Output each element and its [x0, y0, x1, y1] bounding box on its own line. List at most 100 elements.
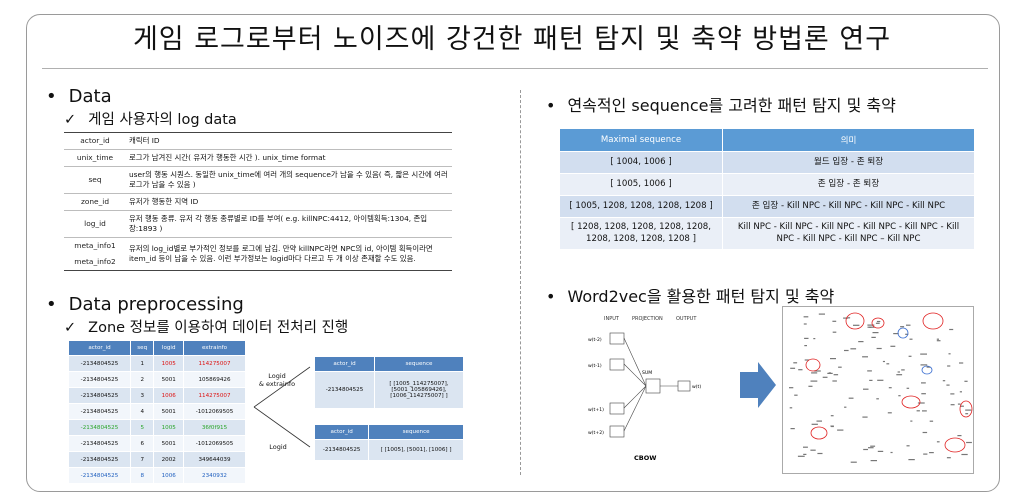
embedding-points	[789, 313, 972, 463]
check-icon: ✓	[64, 112, 77, 128]
embedding-point	[890, 451, 893, 454]
embedding-point	[957, 435, 962, 437]
embedding-point	[853, 324, 860, 326]
embedding-point	[870, 460, 877, 462]
embedding-point	[810, 380, 818, 382]
bullet-icon: •	[546, 287, 556, 306]
word2vec-heading-text: Word2vec을 활용한 패턴 탐지 및 축약	[567, 287, 835, 306]
cell-seq: 8	[129, 467, 155, 484]
arrow-label-logid-extrainfo: Logid & extrainfo	[258, 372, 296, 388]
embedding-point	[898, 395, 901, 397]
embedding-point	[811, 372, 818, 374]
cbow-output-label: OUTPUT	[676, 316, 697, 322]
embedding-point	[862, 416, 868, 418]
cell-sequence: [ 1005, 1208, 1208, 1208, 1208 ]	[559, 195, 723, 218]
embedding-point	[960, 405, 964, 407]
field-key: seq	[64, 165, 126, 194]
embedding-point	[837, 429, 844, 431]
cell-meaning: 존 입장 - 존 퇴장	[722, 173, 975, 196]
cell-extrainfo: 105869426	[182, 371, 247, 388]
embedding-point	[832, 331, 837, 333]
embedding-point	[867, 370, 872, 372]
embedding-point	[929, 420, 934, 422]
embedding-point	[813, 338, 816, 340]
embedding-point	[936, 441, 940, 443]
sequence-heading-text: 연속적인 sequence를 고려한 패턴 탐지 및 축약	[567, 96, 896, 115]
cell-seq: 7	[129, 451, 155, 468]
embedding-point	[817, 452, 823, 455]
embedding-point	[808, 385, 813, 387]
cell-extrainfo: 114275007	[182, 387, 247, 404]
cell-sequence: [ 1004, 1006 ]	[559, 151, 723, 174]
cbow-input-box	[609, 425, 625, 438]
embedding-point	[830, 425, 834, 427]
cell-logid: 1006	[153, 387, 184, 404]
cbow-edges	[623, 337, 678, 432]
embedding-point	[959, 391, 962, 393]
field-desc: 유저의 log_id별로 부가적인 정보를 로그에 남김. 만약 killNPC…	[126, 236, 452, 271]
table-row: [ 1005, 1006 ]존 입장 - 존 퇴장	[559, 173, 975, 196]
cbow-sum-label: SUM	[642, 370, 652, 376]
embedding-point	[877, 450, 884, 452]
field-desc: 캐릭터 ID	[126, 132, 452, 150]
embedding-point	[965, 413, 969, 415]
cbow-output: w(t)	[692, 384, 701, 390]
embedding-point	[909, 338, 913, 340]
cell-sequence: [ 1005, 1006 ]	[559, 173, 723, 196]
embedding-point	[957, 403, 961, 405]
embedding-point	[948, 353, 951, 355]
embedding-point	[882, 360, 885, 363]
embedding-point	[862, 356, 868, 358]
embedding-point	[797, 455, 805, 457]
field-desc: 로그가 남겨진 시간( 유저가 행동한 시간 ). unix_time form…	[126, 148, 452, 167]
field-key-1: meta_info1	[74, 240, 116, 250]
embedding-point	[832, 320, 837, 322]
embedding-point	[922, 410, 927, 412]
col-header: sequence	[368, 424, 464, 440]
highlight-circles	[805, 312, 973, 453]
cell-actor: -2134804525	[68, 419, 131, 436]
embedding-point	[798, 369, 803, 371]
embedding-point	[863, 448, 868, 451]
embedding-point	[887, 412, 892, 414]
cell-actor: -2134804525	[313, 439, 370, 461]
cell-sequence: [ [1005_114275007], [5001_105869426], [1…	[373, 371, 465, 409]
embedding-point	[929, 452, 934, 454]
cbow-projection-box	[645, 378, 661, 394]
table-row: [ 1005, 1208, 1208, 1208, 1208 ]존 입장 - K…	[559, 195, 975, 218]
slide-frame	[26, 14, 1000, 492]
split-arrows	[253, 366, 311, 448]
cell-seq: 5	[129, 419, 155, 436]
data-heading: •Data	[46, 86, 112, 107]
cbow-caption: CBOW	[634, 454, 656, 462]
cell-logid: 2002	[153, 451, 184, 468]
embedding-point	[850, 348, 857, 350]
embedding-point	[900, 326, 905, 328]
bullet-icon: •	[546, 96, 556, 115]
embedding-point	[867, 324, 875, 326]
cell-extrainfo: 349644039	[182, 451, 247, 468]
embedding-point	[961, 453, 968, 456]
cell-actor: -2134804525	[68, 403, 131, 420]
embedding-point	[965, 409, 972, 411]
embedding-point	[897, 371, 900, 373]
embedding-point	[822, 376, 828, 378]
embedding-point	[964, 380, 968, 382]
cbow-input: w(t+1)	[588, 407, 604, 413]
embedding-point	[942, 380, 946, 382]
embedding-point	[947, 365, 951, 367]
